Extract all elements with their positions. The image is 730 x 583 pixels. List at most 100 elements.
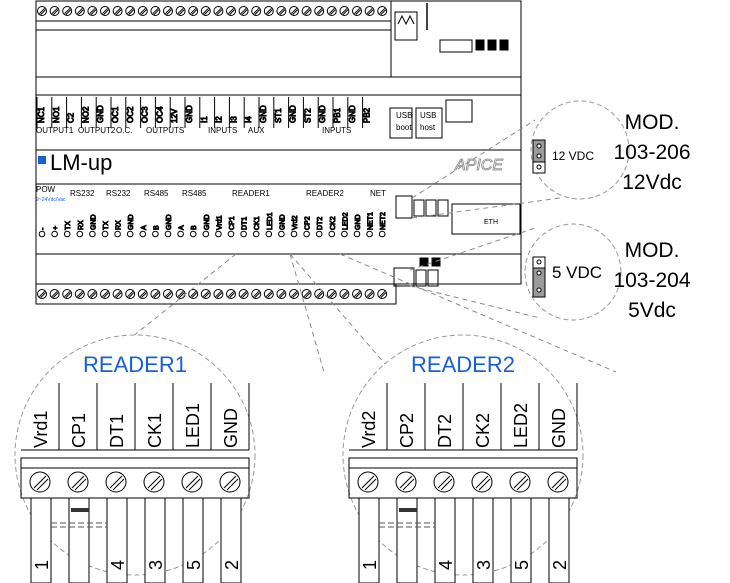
reader-pin-label: DT2 — [435, 414, 455, 448]
bottom-pin-label: TX — [65, 221, 72, 230]
top-pin-label: OC4 — [155, 106, 164, 123]
bottom-pin-label: GND — [90, 214, 97, 230]
top-pin-label: I4 — [244, 116, 253, 123]
wire-number: 2 — [550, 560, 570, 570]
reader-pin-label: DT1 — [107, 414, 127, 448]
model-103-206-label: MOD. 103-206 12Vdc — [592, 108, 712, 198]
bottom-group-label: READER1 — [232, 189, 270, 198]
group-label: INPUTS — [322, 126, 351, 135]
top-pin-label: PB1 — [333, 107, 342, 123]
wire-number: 3 — [146, 560, 166, 570]
bottom-pin-label: CP2 — [305, 216, 312, 230]
bottom-group-label: RS485 — [182, 189, 207, 198]
reader-pin-label: CK1 — [145, 413, 165, 448]
reader-pin-label: GND — [549, 408, 569, 448]
reader-pin-label: LED2 — [511, 403, 531, 448]
brand-logo: LM-up — [50, 150, 112, 175]
top-pin-label: C2 — [67, 112, 76, 123]
model-103-204-label: MOD. 103-204 5Vdc — [592, 236, 712, 326]
bottom-group-label: POW — [36, 185, 56, 194]
bottom-pin-label: GND — [355, 214, 362, 230]
bottom-pin-label: B — [153, 225, 160, 230]
bottom-pin-label: GND — [204, 214, 211, 230]
jumper-12v-detail: 12 VDC — [530, 100, 630, 200]
wire-number: 4 — [436, 560, 456, 570]
bottom-terminal-screws — [37, 289, 388, 299]
bottom-pin-label: Vrd2 — [292, 215, 299, 230]
top-pin-label: GND — [96, 105, 105, 123]
bottom-pin-label: A — [179, 225, 186, 230]
top-pin-label: OC1 — [111, 106, 120, 123]
group-label: USB — [420, 111, 436, 120]
model-line: MOD. — [624, 239, 680, 262]
group-label: O.C. — [116, 126, 132, 135]
bottom-pin-label: TX — [103, 221, 110, 230]
group-label: INPUTS — [208, 126, 237, 135]
bottom-pin-label: RX — [116, 220, 123, 230]
bottom-pin-label: + — [53, 226, 60, 230]
top-pin-label: GND — [185, 105, 194, 123]
top-pin-label: GND — [259, 105, 268, 123]
bottom-pin-label: LED1 — [267, 212, 274, 230]
bottom-pin-label: A — [141, 225, 148, 230]
top-pin-label: 12V — [170, 108, 179, 123]
top-pin-label: ST2 — [303, 108, 312, 123]
reader-title: READER1 — [83, 352, 187, 377]
bottom-group-label: RS232 — [106, 189, 131, 198]
bottom-pin-label: NET2 — [380, 212, 387, 230]
top-pin-label: PB2 — [363, 107, 372, 123]
reader-pin-label: CP2 — [397, 413, 417, 448]
jumper-12v-label: 12 VDC — [552, 149, 594, 163]
bottom-pin-label: B — [191, 225, 198, 230]
bottom-pin-label: Vrd1 — [216, 215, 223, 230]
bottom-group-label: RS232 — [70, 189, 95, 198]
top-pin-label: ST1 — [274, 108, 283, 123]
device-labels: LM-up APICE 9~24Vdc/Vac ETH — [36, 150, 504, 226]
reader-pin-label: Vrd2 — [359, 411, 379, 448]
eth-label: ETH — [484, 219, 498, 226]
wire-number: 1 — [360, 560, 380, 570]
bottom-pin-label: NET1 — [368, 212, 375, 230]
bottom-pin-label: RX — [78, 220, 85, 230]
jumper-5v-detail: 5 VDC — [524, 223, 622, 321]
bottom-group-label: READER2 — [306, 189, 344, 198]
bottom-pin-label: - — [40, 227, 47, 230]
wire-number: 2 — [222, 560, 242, 570]
top-pin-label: GND — [348, 105, 357, 123]
wire-number: 1 — [32, 560, 52, 570]
top-pin-label: NC1 — [37, 106, 46, 123]
bottom-pin-label: CP1 — [229, 216, 236, 230]
bottom-group-label: NET — [370, 189, 386, 198]
group-label: boot — [396, 123, 412, 132]
bottom-group-label: RS485 — [144, 189, 169, 198]
model-number: 103-204 — [613, 269, 691, 292]
reader-pin-label: LED1 — [183, 403, 203, 448]
top-pin-label: NO2 — [81, 106, 90, 123]
reader-pin-label: GND — [221, 408, 241, 448]
group-label: OUTPUT1 — [36, 126, 74, 135]
top-pin-label: I1 — [200, 116, 209, 123]
reader-pin-label: CK2 — [473, 413, 493, 448]
reader-title: READER2 — [411, 352, 515, 377]
bottom-pin-label: DT2 — [317, 217, 324, 230]
logo-blue-square — [38, 156, 46, 164]
model-voltage: 12Vdc — [622, 171, 682, 194]
top-terminal-screws — [37, 6, 388, 16]
top-pin-label: OC2 — [126, 106, 135, 123]
wire-number: 5 — [512, 560, 532, 570]
reader-pin-label: Vrd1 — [31, 411, 51, 448]
top-pin-label: OC3 — [141, 106, 150, 123]
reader-pin-label: CP1 — [69, 413, 89, 448]
bottom-pin-label: GND — [279, 214, 286, 230]
group-label: AUX — [248, 126, 265, 135]
group-label: OUTPUTS — [146, 126, 184, 135]
top-pin-label: I3 — [229, 116, 238, 123]
bottom-pin-label: LED2 — [342, 212, 349, 230]
wire-number: 4 — [108, 560, 128, 570]
wire-number: 5 — [184, 560, 204, 570]
